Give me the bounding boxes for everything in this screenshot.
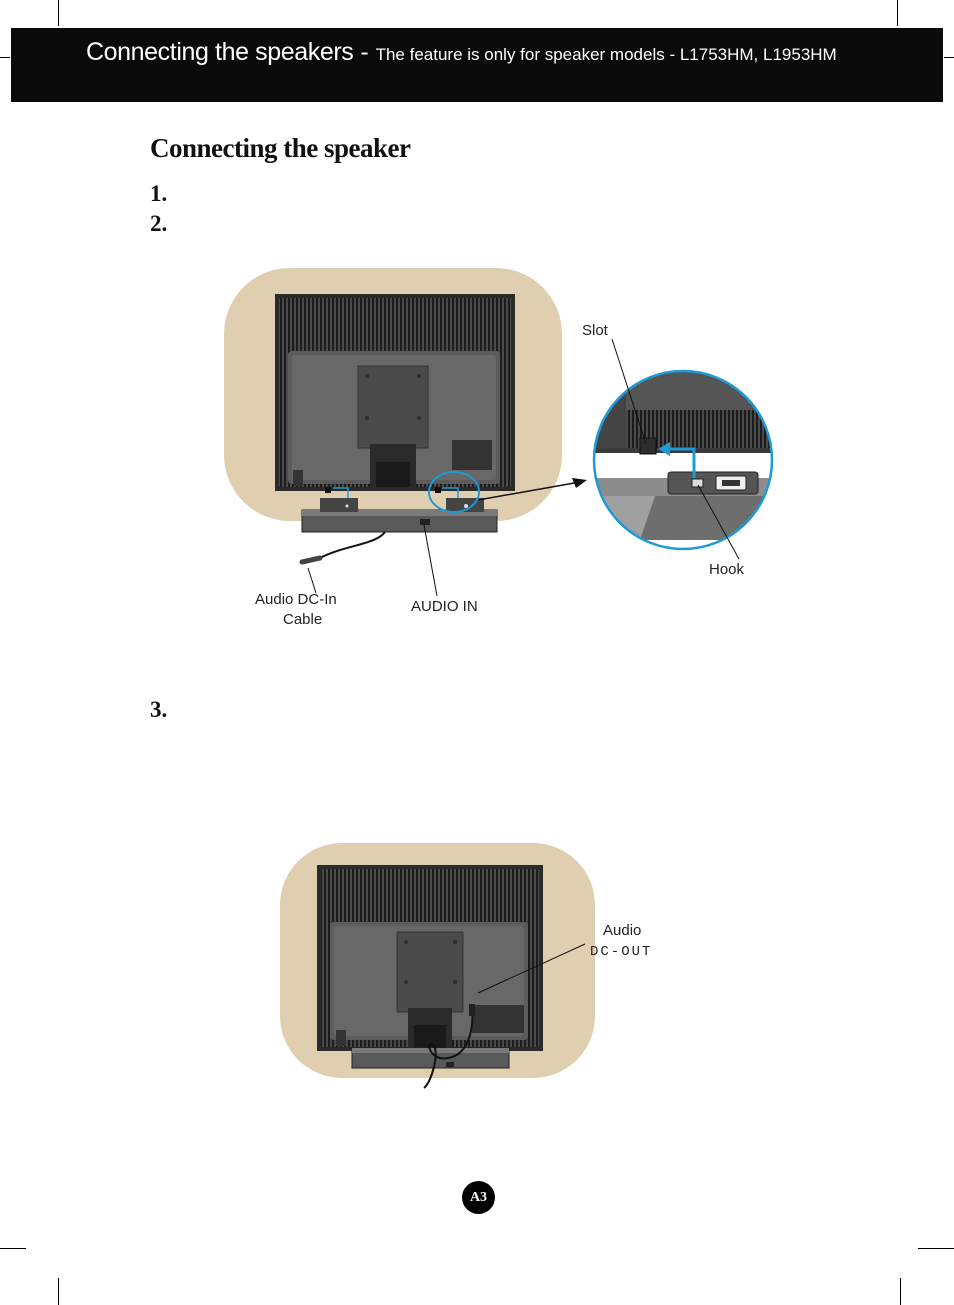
header-bar — [11, 28, 943, 102]
step-number-1: 1. — [150, 181, 168, 206]
crop-mark — [58, 1278, 59, 1305]
slot-label: Slot — [582, 322, 608, 339]
audio-dc-in-cable-label-line2: Cable — [283, 611, 323, 628]
page-number-badge: A3 — [462, 1181, 495, 1214]
step-number-3: 3. — [150, 697, 168, 722]
page-header: Connecting the speakers - The feature is… — [86, 38, 837, 67]
crop-mark — [0, 1248, 26, 1249]
monitor-back — [317, 865, 543, 1051]
dc-out-label: DC-OUT — [590, 944, 653, 960]
section-title: Connecting the speaker — [150, 133, 411, 163]
audio-cable — [423, 1007, 474, 1089]
crop-mark — [58, 0, 59, 26]
audio-label: Audio — [603, 922, 642, 939]
audio-in-label: AUDIO IN — [411, 598, 478, 615]
crop-mark — [897, 0, 898, 26]
speaker-attach-illustration — [224, 268, 774, 597]
audio-dc-in-cable-label-line1: Audio DC-In — [255, 591, 337, 608]
monitor-back — [275, 294, 515, 491]
speaker-bar — [301, 498, 498, 533]
zoom-detail — [592, 338, 774, 560]
step-number-2: 2. — [150, 211, 168, 236]
hook-label: Hook — [709, 561, 745, 578]
header-separator: - — [353, 38, 376, 66]
audio-dc-out-illustration — [280, 843, 595, 1089]
crop-mark — [0, 57, 10, 58]
header-subtitle: The feature is only for speaker models -… — [375, 45, 837, 64]
highlight-ring — [428, 471, 480, 513]
header-title: Connecting the speakers — [86, 38, 354, 66]
crop-mark — [918, 1248, 954, 1249]
crop-mark — [900, 1278, 901, 1305]
audio-dc-in-cable — [319, 531, 386, 559]
crop-mark — [944, 57, 954, 58]
